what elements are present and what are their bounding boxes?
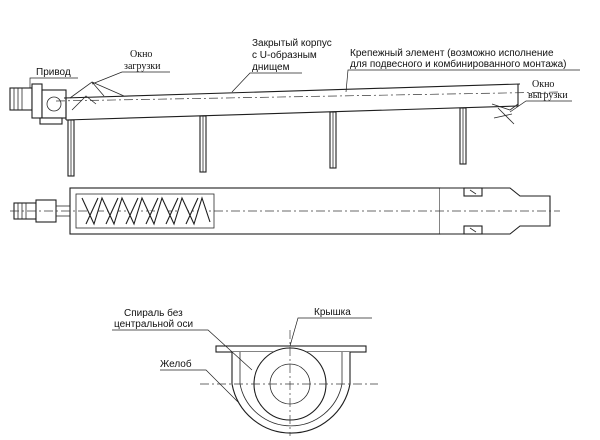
conveyor-housing bbox=[55, 83, 561, 121]
spiral-label-1: Спираль без bbox=[124, 307, 183, 319]
trough-label: Желоб bbox=[160, 358, 192, 370]
outlet-slots bbox=[463, 187, 483, 235]
annotations: Привод Окно загрузки Закрытый корпус с U… bbox=[29, 38, 580, 403]
spiral-flights bbox=[81, 196, 211, 226]
support-legs bbox=[67, 107, 467, 177]
housing-label-2: с U-образным bbox=[252, 49, 317, 61]
drive-motor bbox=[9, 83, 67, 125]
section-view bbox=[200, 330, 378, 436]
load-window bbox=[69, 81, 125, 111]
load-window-label-2: загрузки bbox=[124, 61, 161, 72]
housing-label-1: Закрытый корпус bbox=[252, 38, 332, 49]
unload-window-label-2: выгрузки bbox=[528, 90, 568, 101]
unload-window bbox=[491, 103, 519, 125]
side-view bbox=[9, 81, 561, 177]
top-view bbox=[10, 187, 560, 235]
mount-label-1: Крепежный элемент (возможно исполнение bbox=[350, 48, 554, 59]
mount-label-2: для подвесного и комбинированного монтаж… bbox=[350, 58, 567, 70]
housing-label-3: днищем bbox=[252, 62, 290, 73]
inlet-frame bbox=[75, 193, 215, 229]
cover-label: Крышка bbox=[314, 307, 351, 318]
spiral-label-2: центральной оси bbox=[114, 319, 193, 330]
unload-window-label-1: Окно bbox=[532, 79, 554, 90]
load-window-label-1: Окно bbox=[130, 49, 152, 60]
drive-label: Привод bbox=[36, 67, 71, 78]
